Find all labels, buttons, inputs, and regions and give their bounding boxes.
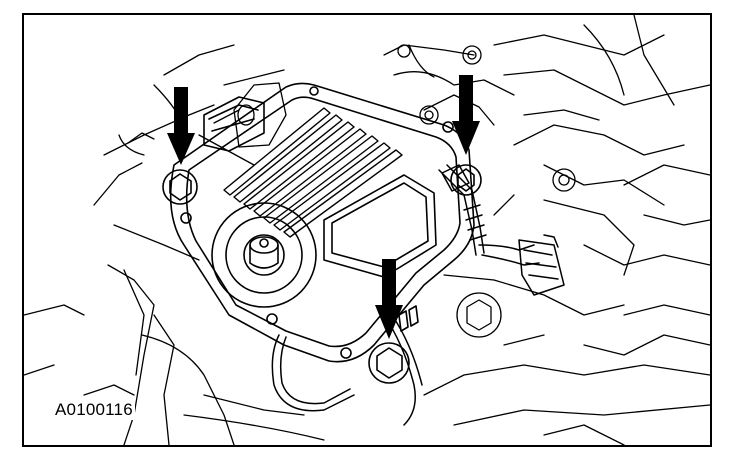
callout-arrows [167, 75, 480, 339]
wiring-harness [271, 164, 565, 426]
figure-frame: A0100116 [22, 13, 712, 447]
actuator-module-illustration [24, 15, 710, 445]
down-arrow-icon [375, 259, 403, 339]
cooling-fins [223, 107, 403, 238]
figure-id-label: A0100116 [53, 400, 135, 420]
down-arrow-icon [167, 87, 195, 165]
housing-linework [24, 15, 710, 445]
down-arrow-icon [452, 75, 480, 155]
actuator-module-body [162, 82, 482, 384]
